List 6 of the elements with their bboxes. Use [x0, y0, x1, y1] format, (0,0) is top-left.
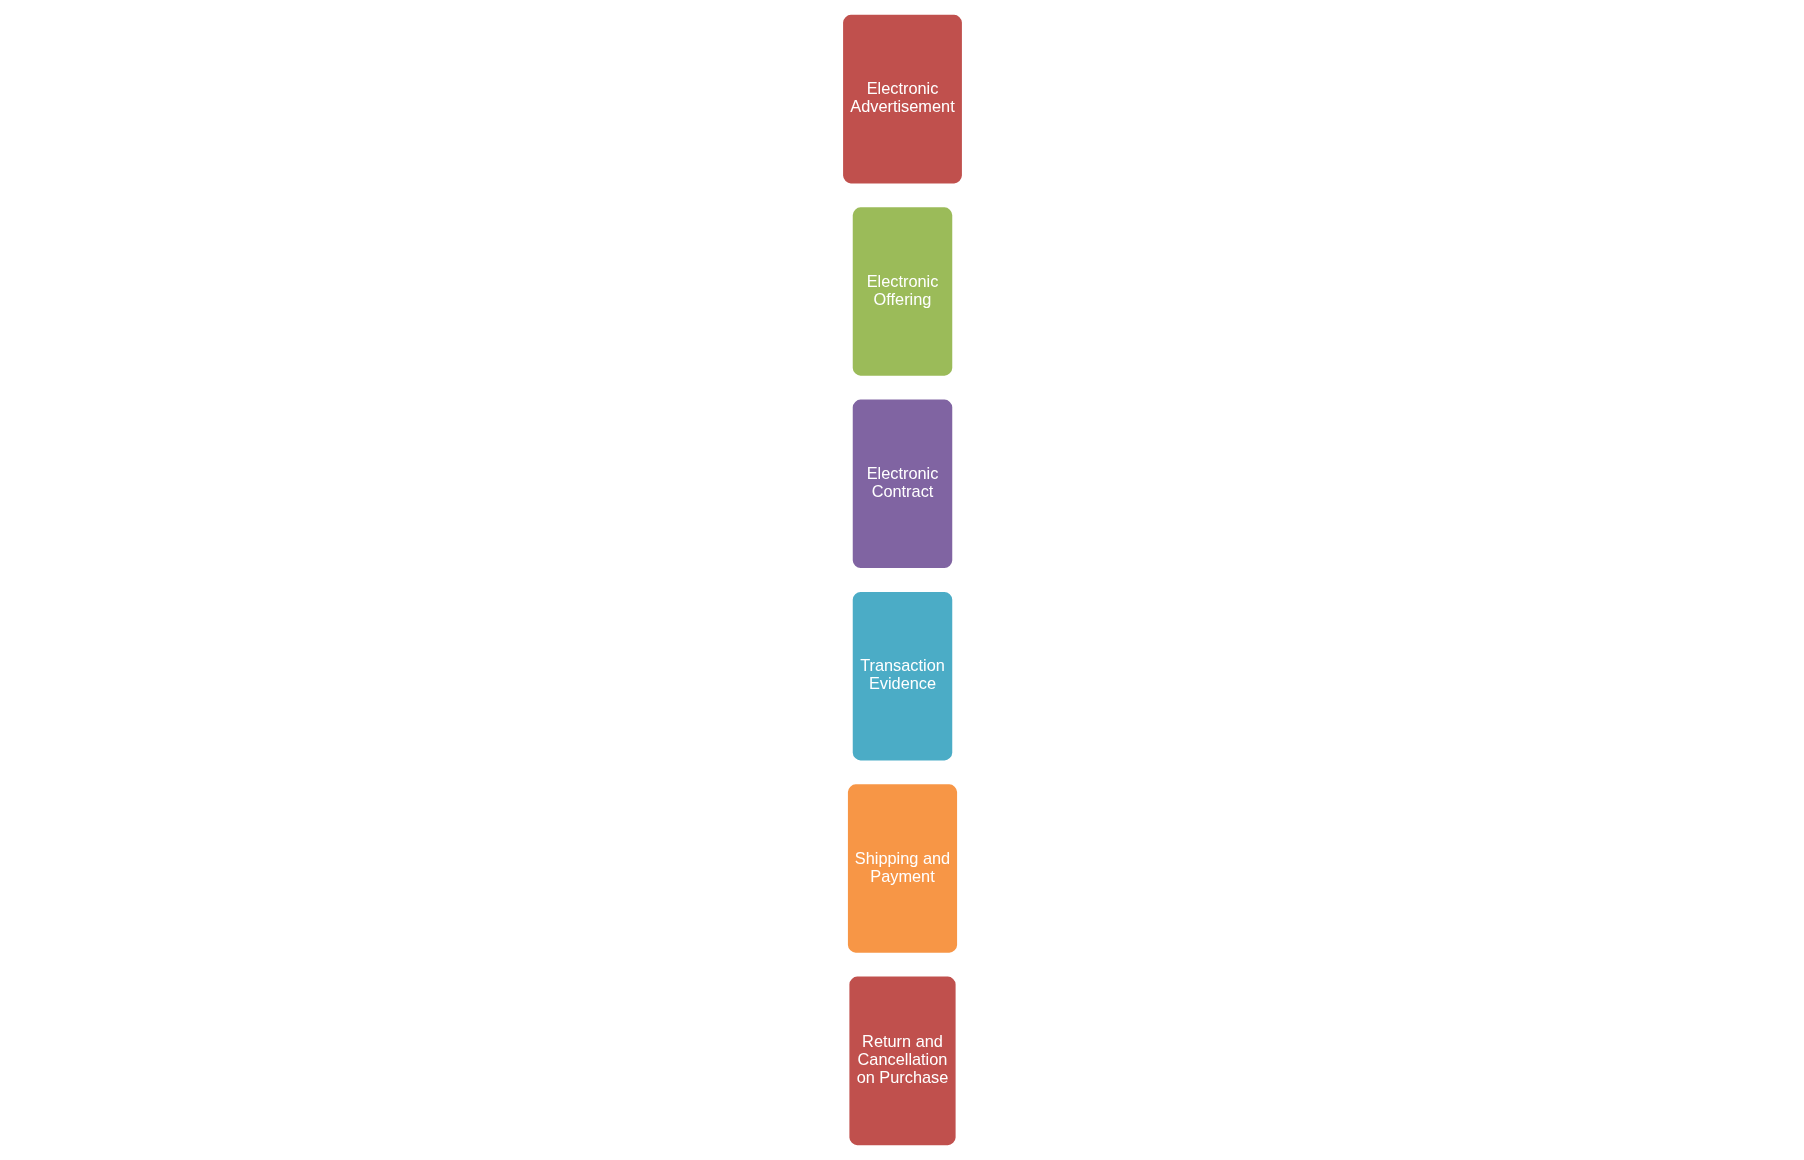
node-box: Electronic Contract	[850, 397, 954, 571]
node-box: Electronic Offering	[850, 204, 954, 378]
node-box: Return and Cancellation on Purchase	[846, 974, 958, 1148]
node-box: Electronic Advertisement	[840, 12, 964, 186]
node-box: Shipping and Payment	[845, 782, 959, 956]
node-box: Transaction Evidence	[850, 589, 954, 763]
